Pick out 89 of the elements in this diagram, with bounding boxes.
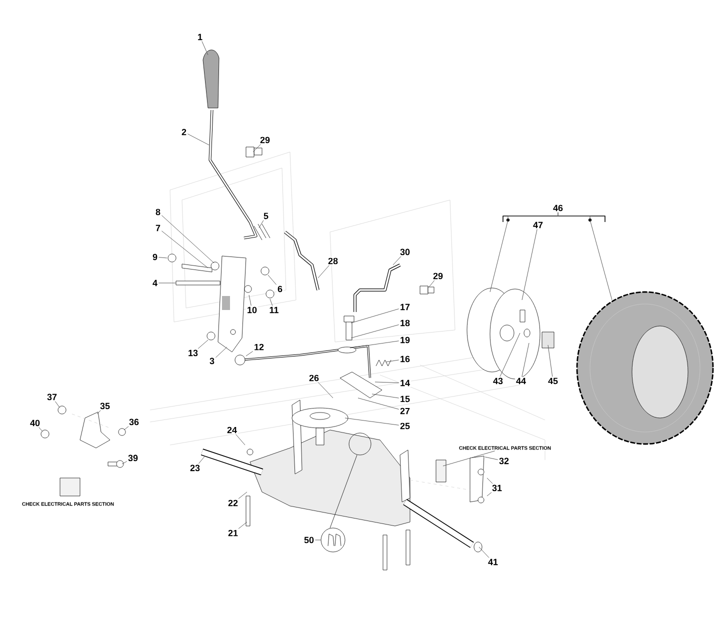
leader-line <box>96 410 101 414</box>
leader-line <box>122 461 128 464</box>
leader-line <box>270 298 273 306</box>
leader-line <box>478 546 490 558</box>
leader-line <box>428 280 435 288</box>
leader-line <box>500 332 520 377</box>
leader-line <box>392 256 402 266</box>
leader-line <box>158 282 176 284</box>
leader-line <box>268 274 277 285</box>
leader-line <box>522 229 538 300</box>
leader-line <box>258 220 264 228</box>
callout-number: 37 <box>46 392 58 402</box>
callout-number: 26 <box>308 374 320 382</box>
leader-line <box>374 382 400 384</box>
callout-number: 50 <box>303 536 315 544</box>
callout-number: 24 <box>226 426 238 434</box>
callout-number: 35 <box>99 402 111 410</box>
leader-line <box>158 257 168 258</box>
leader-line <box>358 398 400 410</box>
callout-number: 13 <box>187 348 199 358</box>
leader-line <box>198 456 206 464</box>
leader-line <box>246 351 254 356</box>
callout-number: 43 <box>492 376 504 386</box>
leader-line <box>350 308 400 324</box>
leader-line <box>318 265 330 278</box>
leader-line <box>350 340 400 348</box>
leader-line <box>252 144 261 152</box>
callout-number: 47 <box>532 220 544 230</box>
callout-number: 12 <box>253 342 265 352</box>
callout-number: 45 <box>547 376 559 386</box>
leader-line <box>442 450 496 466</box>
leader-line <box>124 426 129 430</box>
callout-number: 7 <box>154 224 162 232</box>
callout-number: 11 <box>268 306 280 314</box>
leader-line <box>344 418 400 426</box>
leader-line <box>54 401 60 408</box>
callout-number: 8 <box>154 208 162 216</box>
callout-number: 28 <box>327 256 339 266</box>
leader-line <box>161 215 214 264</box>
callout-number: 39 <box>127 454 139 462</box>
callout-number: 3 <box>208 356 216 366</box>
callout-number: 2 <box>180 128 188 136</box>
leader-line <box>236 434 246 446</box>
leader-line <box>238 522 248 529</box>
callout-number: 6 <box>276 284 284 294</box>
callout-number: 19 <box>399 336 411 344</box>
callout-number: 30 <box>399 248 411 256</box>
callout-number: 36 <box>128 418 140 426</box>
leader-line <box>372 394 400 398</box>
leader-line <box>484 456 498 460</box>
callout-number: 17 <box>399 302 411 312</box>
callout-number: 32 <box>498 456 510 466</box>
callout-number: 27 <box>399 406 411 416</box>
leader-line <box>318 382 334 398</box>
callout-number: 46 <box>552 204 564 212</box>
callout-number: 4 <box>152 278 158 288</box>
callout-number: 5 <box>262 212 270 220</box>
leader-line <box>350 324 400 338</box>
leader-line <box>248 294 252 306</box>
callout-number: 31 <box>491 484 503 492</box>
leader-line <box>238 492 248 499</box>
leader-line <box>522 342 530 377</box>
callout-number: 18 <box>399 318 411 328</box>
callout-number: 25 <box>399 422 411 430</box>
callout-number: 14 <box>399 378 411 388</box>
callout-number: 44 <box>515 376 527 386</box>
callout-number: 15 <box>399 394 411 404</box>
callout-number: 40 <box>29 418 41 428</box>
leader-line <box>486 492 492 496</box>
callout-number: 22 <box>227 498 239 508</box>
leader-line <box>215 346 228 358</box>
callout-number: 16 <box>399 354 411 364</box>
callout-number: 10 <box>246 306 258 314</box>
leader-line <box>187 134 210 146</box>
leader-line <box>202 41 208 56</box>
callout-number: 1 <box>196 32 204 42</box>
callout-number: 41 <box>487 558 499 566</box>
leader-line <box>38 427 44 432</box>
callout-number: 21 <box>227 528 239 538</box>
callout-number: 9 <box>152 252 158 262</box>
leader-line <box>386 360 400 362</box>
callout-number: 29 <box>432 272 444 280</box>
leader-line <box>548 344 553 377</box>
leader-line <box>161 230 208 268</box>
callout-number: 29 <box>259 136 271 144</box>
callout-number: 23 <box>189 464 201 472</box>
leader-line <box>198 340 208 349</box>
leader-line <box>558 212 612 300</box>
leader-line <box>486 478 493 484</box>
